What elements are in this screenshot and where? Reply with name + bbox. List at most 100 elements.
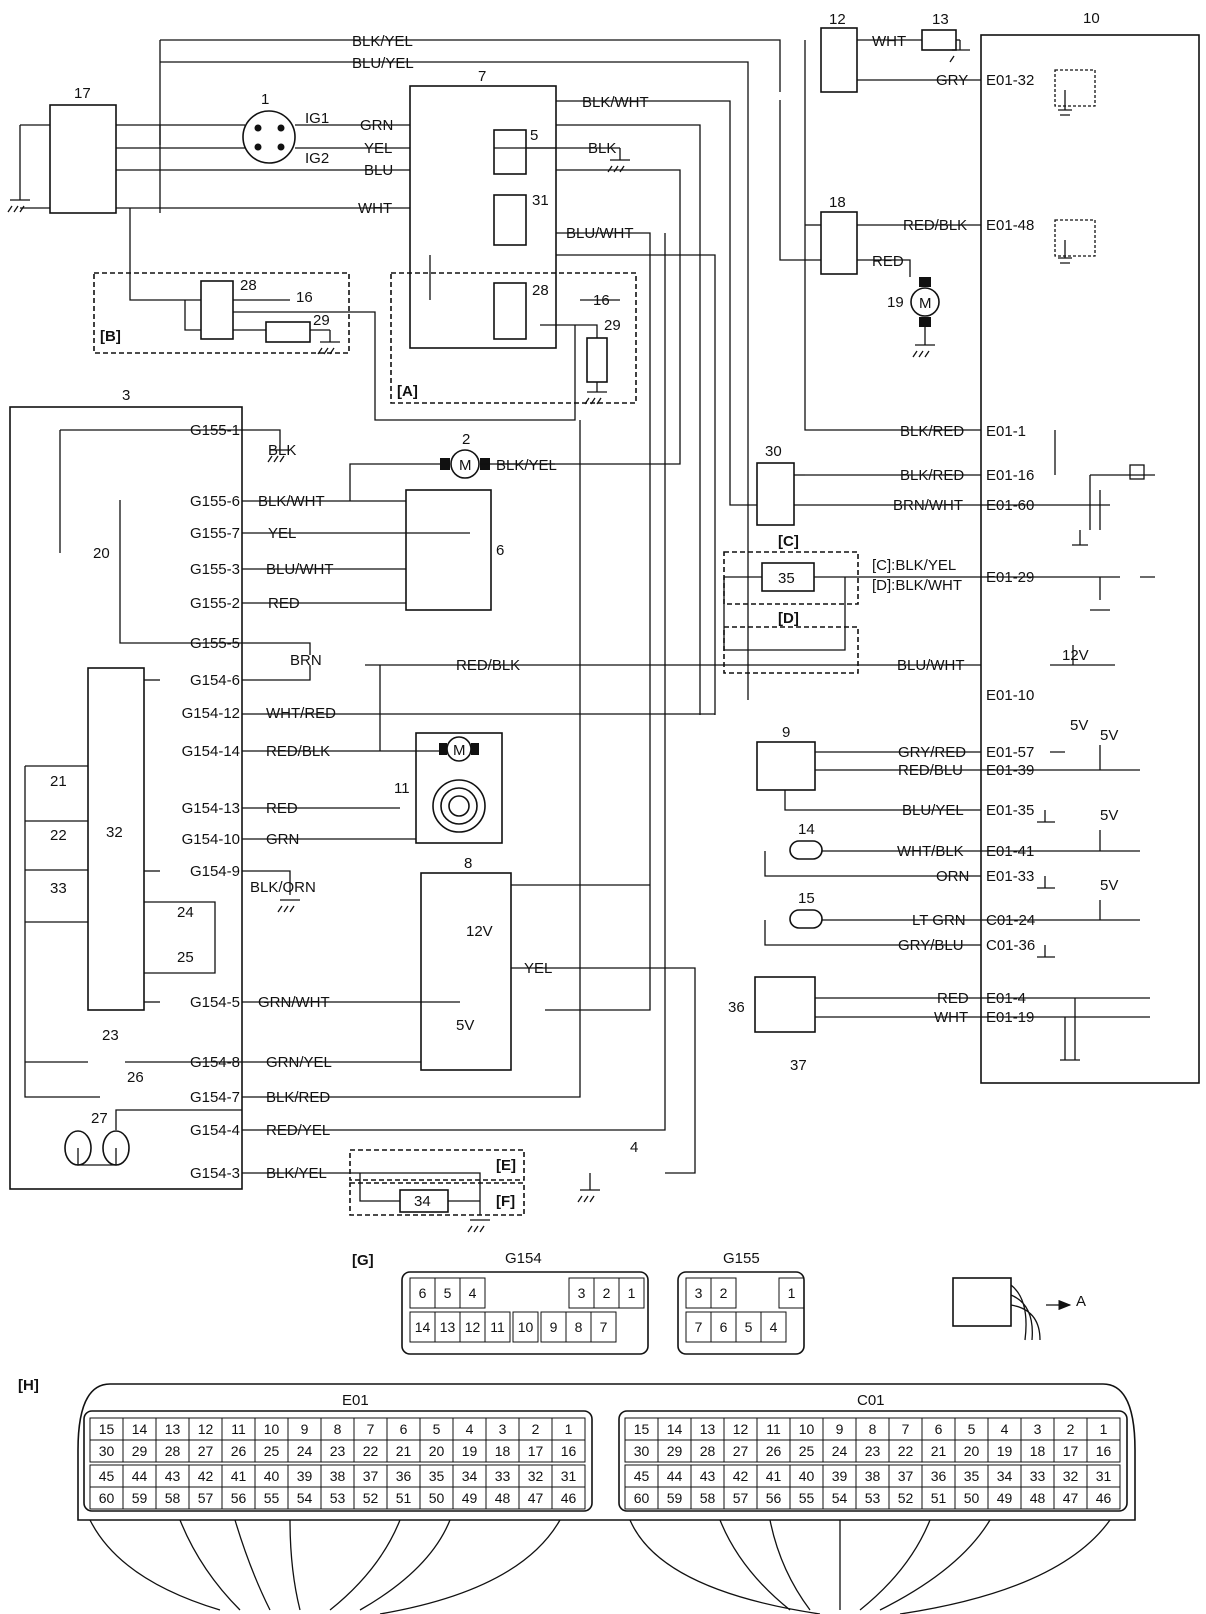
pin-e01-10: E01-10: [986, 687, 1034, 704]
wire-gry: GRY: [936, 72, 968, 89]
label-19: 19: [887, 294, 904, 311]
pin-g154-12: G154-12: [182, 705, 240, 722]
pin-c01-36: C01-36: [986, 937, 1035, 954]
pin-number: 22: [898, 1443, 914, 1459]
v5-a: 5V: [1070, 717, 1088, 734]
v5-e: 5V: [456, 1017, 474, 1034]
pin-number: 51: [931, 1490, 947, 1506]
pin-number: 12: [465, 1319, 481, 1335]
label-28a: 28: [532, 282, 549, 299]
pin-number: 58: [165, 1490, 181, 1506]
harness-wires: [89, 1519, 1111, 1614]
relay-30: [756, 462, 795, 526]
pin-number: 45: [634, 1468, 650, 1484]
ecu-connector-outline: [77, 1383, 1136, 1521]
label-31: 31: [532, 192, 549, 209]
pin-number: 26: [231, 1443, 247, 1459]
pin-number: 1: [628, 1285, 636, 1301]
pin-g155-6: G155-6: [190, 493, 240, 510]
relay-28a: [493, 282, 527, 340]
ignition-switch-1: [242, 110, 296, 164]
sensor-36: [754, 976, 816, 1033]
wire-g1544: RED/YEL: [266, 1122, 330, 1139]
wire-orn: ORN: [936, 868, 969, 885]
pin-number: 56: [766, 1490, 782, 1506]
motor-2-symbol: M: [459, 457, 472, 474]
pin-g154-9: G154-9: [190, 863, 240, 880]
pin-number: 10: [799, 1421, 815, 1437]
pin-number: 60: [634, 1490, 650, 1506]
pin-number: 34: [462, 1468, 478, 1484]
pin-number: 4: [466, 1421, 474, 1437]
wire-gry-red: GRY/RED: [898, 744, 966, 761]
label-22: 22: [50, 827, 67, 844]
pin-number: 27: [198, 1443, 214, 1459]
pin-number: 23: [865, 1443, 881, 1459]
pin-number: 8: [575, 1319, 583, 1335]
pin-number: 52: [363, 1490, 379, 1506]
pin-e01-32: E01-32: [986, 72, 1034, 89]
marker-E: [E]: [496, 1157, 516, 1174]
pin-number: 33: [495, 1468, 511, 1484]
pin-number: 11: [490, 1319, 505, 1335]
e01-title: E01: [342, 1392, 369, 1409]
wire-g1547: BLK/RED: [266, 1089, 330, 1106]
wire-g15413: RED: [266, 800, 298, 817]
label-23: 23: [102, 1027, 119, 1044]
label-9: 9: [782, 724, 790, 741]
pin-g155-5: G155-5: [190, 635, 240, 652]
pin-e01-39: E01-39: [986, 762, 1034, 779]
pin-number: 43: [700, 1468, 716, 1484]
pin-number: 6: [720, 1319, 728, 1335]
pin-number: 2: [603, 1285, 611, 1301]
pin-number: 37: [363, 1468, 379, 1484]
pin-number: 12: [198, 1421, 214, 1437]
wire-g1556: BLK/WHT: [258, 493, 325, 510]
label-37: 37: [790, 1057, 807, 1074]
label-12: 12: [829, 11, 846, 28]
wire-red-blk-mid: RED/BLK: [456, 657, 520, 674]
pin-number: 60: [99, 1490, 115, 1506]
pin-number: 14: [415, 1319, 431, 1335]
pin-number: 10: [518, 1319, 534, 1335]
junction-box-7: [409, 85, 557, 349]
pin-number: 29: [132, 1443, 148, 1459]
pin-g154-8: G154-8: [190, 1054, 240, 1071]
v5-c: 5V: [1100, 807, 1118, 824]
pin-e01-29: E01-29: [986, 569, 1034, 586]
pin-g155-3: G155-3: [190, 561, 240, 578]
wire-wht: WHT: [358, 200, 392, 217]
label-14: 14: [798, 821, 815, 838]
pin-number: 59: [132, 1490, 148, 1506]
motor-19: [910, 287, 940, 317]
wire-blu: BLU: [364, 162, 393, 179]
wire-blu-yel-top: BLU/YEL: [352, 55, 414, 72]
pin-number: 49: [997, 1490, 1013, 1506]
pin-number: 1: [565, 1421, 573, 1437]
pin-number: 9: [836, 1421, 844, 1437]
marker-H: [H]: [18, 1377, 39, 1394]
wire-blk-red-1: BLK/RED: [900, 423, 964, 440]
wire-blk-5: BLK: [588, 140, 616, 157]
pin-number: 50: [964, 1490, 980, 1506]
pin-number: 19: [462, 1443, 478, 1459]
wire-gry-blu: GRY/BLU: [898, 937, 964, 954]
pin-e01-1: E01-1: [986, 423, 1026, 440]
pin-e01-41: E01-41: [986, 843, 1034, 860]
pin-number: 51: [396, 1490, 412, 1506]
marker-B: [B]: [100, 328, 121, 345]
thermistor-15: [789, 909, 823, 929]
pin-number: 59: [667, 1490, 683, 1506]
ig2-label: IG2: [305, 150, 329, 167]
label-1: 1: [261, 91, 269, 108]
pin-number: 18: [495, 1443, 511, 1459]
pin-number: 31: [1096, 1468, 1112, 1484]
pin-number: 37: [898, 1468, 914, 1484]
v5-b: 5V: [1100, 727, 1118, 744]
wire-g1543: BLK/YEL: [266, 1165, 327, 1182]
pin-number: 55: [799, 1490, 815, 1506]
wire-blu-wht-31: BLU/WHT: [566, 225, 634, 242]
connector-A-wires: [1010, 1284, 1070, 1341]
